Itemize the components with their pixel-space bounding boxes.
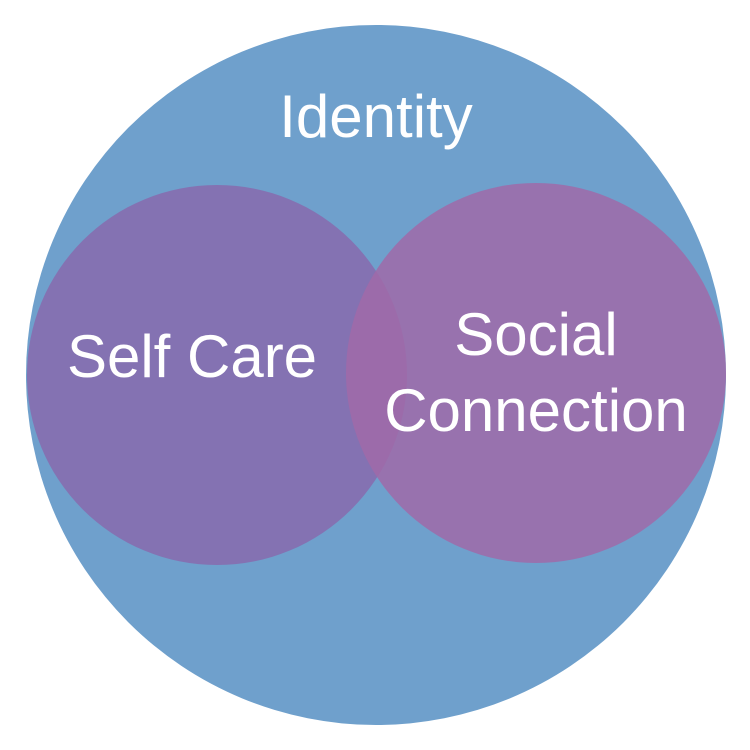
social-connection-label-line2: Connection [384,377,688,444]
social-connection-circle [346,183,726,563]
self-care-label: Self Care [67,323,317,390]
identity-label: Identity [279,83,472,150]
self-care-circle [27,185,407,565]
social-connection-label-line1: Social [454,301,617,368]
